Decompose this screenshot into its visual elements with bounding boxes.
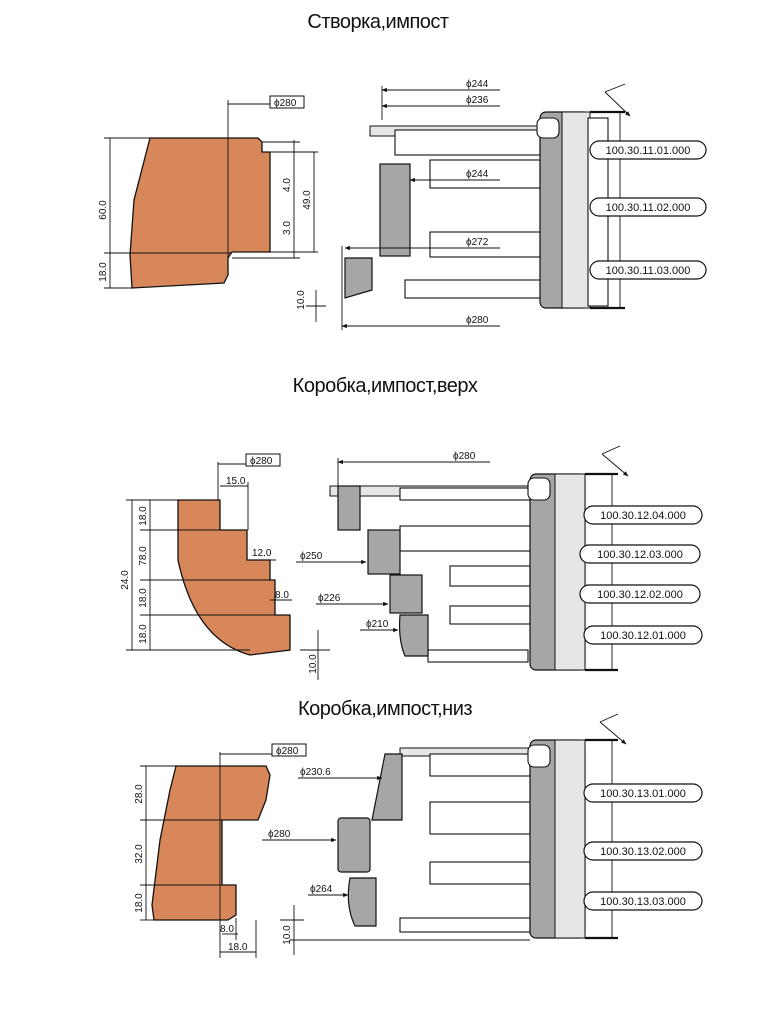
dim-height: 49.0: [302, 190, 313, 210]
dim-height: 18.0: [138, 506, 149, 526]
part-number-label: 100.30.13.01.000: [600, 788, 686, 800]
section-1-title: Створка,импост: [307, 11, 448, 33]
dim-height: 32.0: [134, 844, 145, 864]
part-number-label: 100.30.12.03.000: [597, 549, 683, 561]
part-number-pill: [583, 891, 703, 911]
dim-width: 12.0: [252, 548, 272, 559]
part-number-pill: [583, 841, 703, 861]
dim-height: 60.0: [98, 200, 109, 220]
dim-height: 18.0: [98, 262, 109, 282]
part-number-label: 100.30.11.02.000: [606, 202, 691, 214]
dim-width: 15.0: [226, 476, 246, 487]
dim-offset: 10.0: [308, 654, 319, 674]
section-1-profile: ϕ280 60.0 18.0 4.0 49.0 3.0 10.0: [98, 95, 326, 322]
part-number-label: 100.30.11.03.000: [606, 265, 691, 277]
section-3-tool-assembly: ϕ230.6 ϕ280 ϕ264: [262, 713, 627, 941]
dim-diameter: ϕ280: [276, 746, 299, 757]
dim-diameter: ϕ272: [466, 237, 489, 248]
dim-diameter: ϕ210: [366, 619, 389, 630]
dim-offset: 4.0: [282, 178, 293, 192]
dim-diameter: ϕ280: [453, 451, 476, 462]
part-number-pill: [589, 260, 707, 280]
part-number-label: 100.30.12.01.000: [600, 630, 686, 642]
section-1-part-numbers: 100.30.11.01.000 100.30.11.02.000 100.30…: [589, 140, 707, 280]
dim-height: 24.0: [120, 570, 131, 590]
part-number-label: 100.30.11.01.000: [606, 145, 691, 157]
part-number-pill: [589, 197, 707, 217]
dim-offset: 10.0: [282, 925, 293, 945]
dim-width: 8.0: [220, 924, 234, 935]
dim-offset: 10.0: [296, 290, 307, 310]
section-2-title: Коробка,импост,верх: [293, 375, 478, 397]
dim-height: 18.0: [134, 893, 145, 913]
dim-height: 18.0: [138, 588, 149, 608]
dim-width: 8.0: [275, 590, 289, 601]
dim-diameter: ϕ244: [466, 79, 489, 90]
section-3-part-numbers: 100.30.13.01.000 100.30.13.02.000 100.30…: [583, 783, 703, 911]
section-2: Коробка,импост,верх ϕ280 15.0 24.0 18.0 …: [120, 375, 703, 680]
dim-height: 78.0: [138, 546, 149, 566]
part-number-pill: [579, 544, 701, 564]
section-2-part-numbers: 100.30.12.04.000 100.30.12.03.000 100.30…: [579, 505, 703, 645]
part-number-label: 100.30.13.03.000: [600, 896, 686, 908]
part-number-pill: [583, 625, 703, 645]
section-1-tool-assembly: ϕ244 ϕ236 ϕ244 ϕ272 ϕ280: [341, 79, 631, 330]
dim-diameter: ϕ280: [250, 456, 273, 467]
dim-diameter: ϕ236: [466, 95, 489, 106]
dim-width: 18.0: [228, 942, 248, 953]
part-number-label: 100.30.13.02.000: [600, 846, 686, 858]
dim-height: 28.0: [134, 784, 145, 804]
part-number-pill: [579, 584, 701, 604]
section-3-profile: ϕ280 28.0 32.0 18.0 8.0 18.0 10.0: [134, 743, 307, 958]
part-number-pill: [583, 783, 703, 803]
section-1: Створка,импост ϕ280 60.0 18.0 4.0 49.0: [98, 11, 707, 330]
section-3: Коробка,импост,низ ϕ280 28.0 32.0 18.0 8…: [134, 698, 703, 958]
dim-diameter: ϕ226: [318, 593, 341, 604]
dim-diameter: ϕ230.6: [300, 767, 331, 778]
dim-diameter: ϕ280: [268, 829, 291, 840]
dim-diameter: ϕ280: [274, 98, 297, 109]
dim-offset: 3.0: [282, 221, 293, 235]
part-number-label: 100.30.12.04.000: [600, 510, 686, 522]
dim-diameter: ϕ250: [300, 551, 323, 562]
section-2-profile: ϕ280 15.0 24.0 18.0 78.0 18.0 18.0 12.0 …: [120, 453, 330, 680]
dim-diameter: ϕ244: [466, 169, 489, 180]
part-number-label: 100.30.12.02.000: [597, 589, 683, 601]
section-2-tool-assembly: ϕ280 ϕ250 ϕ226 ϕ210: [296, 445, 629, 672]
section-3-title: Коробка,импост,низ: [298, 698, 472, 720]
dim-diameter: ϕ264: [310, 884, 333, 895]
part-number-pill: [583, 505, 703, 525]
part-number-pill: [589, 140, 707, 160]
dim-height: 18.0: [138, 624, 149, 644]
dim-diameter: ϕ280: [466, 315, 489, 326]
